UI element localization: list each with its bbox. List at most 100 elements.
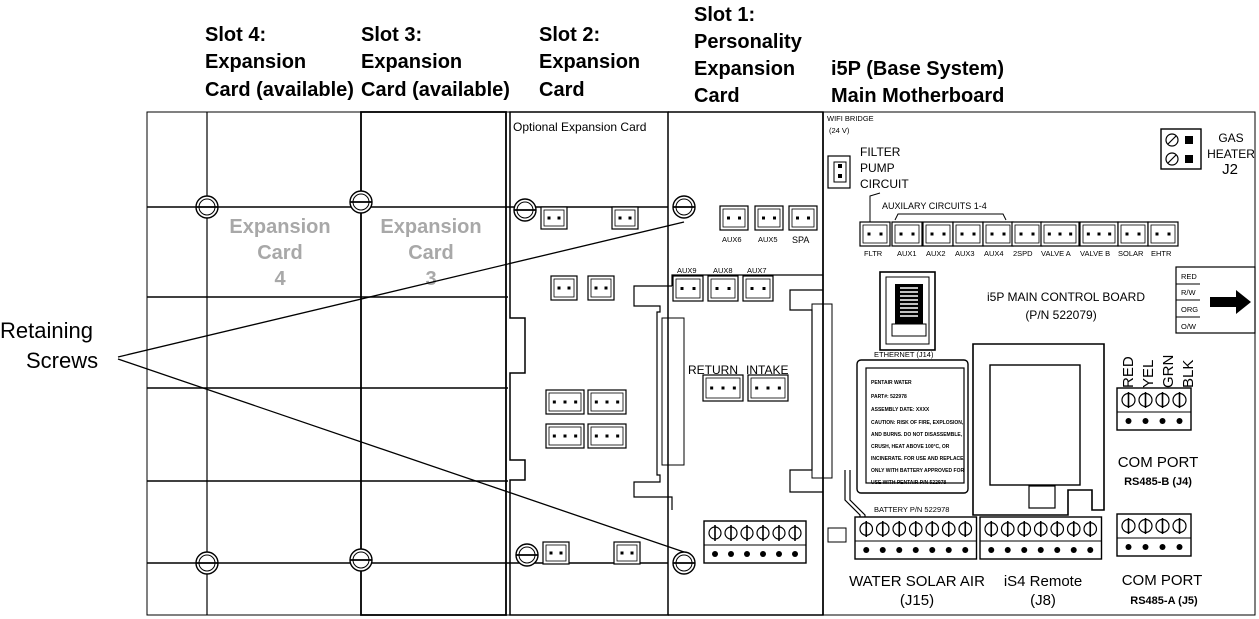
battery-label-line2: PART#: 522978 — [871, 394, 907, 400]
rs485-b-terminal-block — [1116, 387, 1192, 431]
expansion-bay — [972, 343, 1105, 516]
retaining-screw-icon — [515, 543, 539, 567]
slot2-connector — [613, 541, 641, 565]
slot2-connector — [540, 206, 568, 230]
j8-id: (J8) — [1030, 592, 1056, 609]
battery-label-line6: CRUSH, HEAT ABOVE 100°C, OR — [871, 444, 950, 450]
board-connector-solar — [1117, 221, 1149, 247]
rs485-color-grn: GRN — [1160, 355, 1177, 388]
board-connector-fltr — [859, 221, 891, 247]
wire-label-rw: R/W — [1181, 288, 1197, 297]
slot1-connector-aux9 — [672, 275, 704, 302]
retaining-screw-icon — [349, 548, 373, 572]
slot1-labels: AUX6 AUX5 SPA AUX9 AUX8 AUX7 RETURN INTA… — [677, 235, 809, 377]
slot2-header-line2: Expansion — [539, 51, 640, 73]
ghost-card-4: Expansion Card 4 — [229, 216, 330, 290]
slot1-label-aux6: AUX6 — [722, 235, 742, 244]
slot2-connector — [545, 389, 585, 415]
gas-heater-label-line3: J2 — [1222, 161, 1238, 178]
slot2-connector — [587, 389, 627, 415]
main-header-line2: Main Motherboard — [831, 85, 1004, 107]
ethernet-jack — [879, 271, 936, 351]
gas-heater-label-line1: GAS — [1218, 131, 1243, 145]
filter-label-line2: PUMP — [860, 161, 895, 175]
rs485-color-yel: YEL — [1140, 360, 1157, 388]
slot1-header: Slot 1: Personality Expansion Card — [694, 4, 803, 107]
screws-layer — [195, 190, 696, 575]
wifi-voltage-label: (24 V) — [829, 126, 850, 135]
wire-label-org: ORG — [1181, 305, 1198, 314]
j8-label: iS4 Remote — [1004, 573, 1082, 590]
slot1-connector-aux7 — [742, 275, 774, 302]
board-connector-aux3 — [952, 221, 984, 247]
j8-terminal-block — [979, 516, 1103, 560]
slot1-connector-aux6 — [719, 205, 749, 231]
slot1-connector-return — [702, 374, 744, 402]
slot2-connector — [545, 423, 585, 449]
slot1-connector-aux5 — [754, 205, 784, 231]
battery-part-number: BATTERY P/N 522978 — [874, 505, 949, 514]
rs485-color-red: RED — [1120, 356, 1137, 388]
slot2-header-line1: Slot 2: — [539, 24, 600, 46]
slot3-header-line2: Expansion — [361, 51, 462, 73]
battery-label-line3: ASSEMBLY DATE: XXXX — [871, 407, 930, 413]
battery-label-line8: ONLY WITH BATTERY APPROVED FOR — [871, 468, 964, 474]
battery-label-line9: USE WITH PENTAIR P/N 522978 — [871, 480, 946, 486]
wire-label-ow: O/W — [1181, 322, 1197, 331]
slot1-connector-intake — [747, 374, 789, 402]
retaining-screw-icon — [195, 551, 219, 575]
slot3-header-line1: Slot 3: — [361, 24, 422, 46]
ghost-card-3-line2: Card — [408, 242, 454, 264]
slot1-connector-aux8 — [707, 275, 739, 302]
battery-label-line1: PENTAIR WATER — [871, 380, 912, 386]
aux-circuits-title: AUXILARY CIRCUITS 1-4 — [882, 201, 987, 211]
connector-label-solar: SOLAR — [1118, 249, 1144, 258]
slot2-header: Slot 2: Expansion Card — [539, 24, 640, 101]
callout-line2: Screws — [26, 348, 98, 373]
slot1-header-line1: Slot 1: — [694, 4, 755, 26]
callout-leader-lower — [117, 358, 685, 553]
battery-label-line5: AND BURNS. DO NOT DISASSEMBLE, — [871, 432, 963, 438]
slot3-header-line3: Card (available) — [361, 79, 510, 101]
main-board-title: i5P MAIN CONTROL BOARD — [987, 290, 1145, 304]
ethernet-pins — [900, 287, 918, 317]
slot2-connector — [611, 206, 639, 230]
filter-label-line3: CIRCUIT — [860, 177, 909, 191]
slot2-connector — [542, 541, 570, 565]
connector-label-fltr: FLTR — [864, 249, 883, 258]
battery-label: PENTAIR WATER PART#: 522978 ASSEMBLY DAT… — [871, 380, 964, 486]
retaining-screw-icon — [195, 195, 219, 219]
slot4-header-line2: Expansion — [205, 51, 306, 73]
ghost-card-3-line3: 3 — [425, 268, 436, 290]
slot3-frame — [360, 111, 507, 616]
slot4-header-line1: Slot 4: — [205, 24, 266, 46]
wifi-bridge-label: WIFI BRIDGE — [827, 114, 874, 123]
slot1-header-line4: Card — [694, 85, 740, 107]
wifi-bridge-connector — [827, 155, 851, 189]
slot2-connector — [587, 423, 627, 449]
slot1-connector-spa — [788, 205, 818, 231]
slot2-connector — [550, 275, 578, 301]
retaining-screw-icon — [349, 190, 373, 214]
board-connector-aux1 — [891, 221, 923, 247]
j15-terminal-block — [854, 516, 978, 560]
connector-label-aux2: AUX2 — [926, 249, 946, 258]
slot1-label-spa: SPA — [792, 235, 809, 245]
slot2-card-label: Optional Expansion Card — [513, 120, 646, 134]
connector-label-valve-b: VALVE B — [1080, 249, 1110, 258]
connector-label-aux1: AUX1 — [897, 249, 917, 258]
slot1-header-line2: Personality — [694, 31, 803, 53]
slot4-header: Slot 4: Expansion Card (available) — [205, 24, 354, 101]
rs485-color-blk: BLK — [1180, 360, 1197, 388]
retaining-screw-icon — [672, 551, 696, 575]
board-connector-valve-b — [1079, 221, 1119, 247]
slot2-card: Optional Expansion Card — [509, 111, 669, 616]
filter-label-line1: FILTER — [860, 145, 901, 159]
slot1-terminal-block — [703, 520, 807, 564]
retaining-screws-callout: Retaining Screws — [0, 221, 685, 553]
gas-heater-connector — [1160, 128, 1202, 170]
main-motherboard: WIFI BRIDGE (24 V) FILTER PUMP CIRCUIT G… — [822, 112, 1256, 615]
main-header-line1: i5P (Base System) — [831, 58, 1004, 80]
connector-label-2spd: 2SPD — [1013, 249, 1033, 258]
ghost-card-4-line1: Expansion — [229, 216, 330, 238]
